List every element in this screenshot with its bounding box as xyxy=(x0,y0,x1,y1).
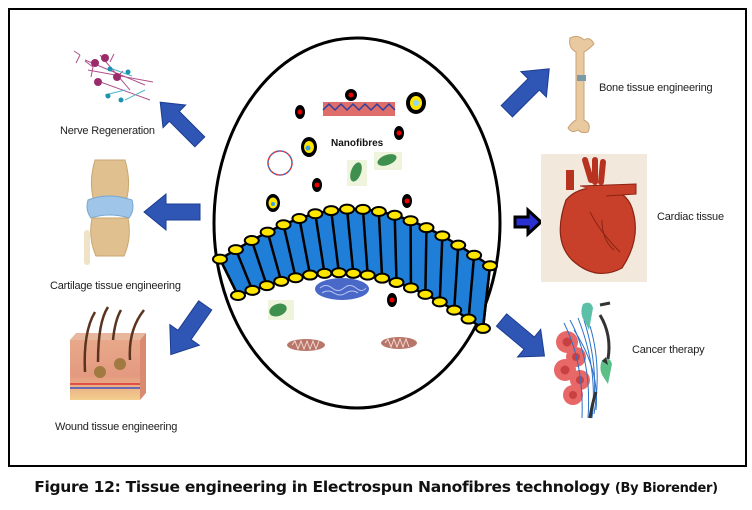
fibre-cylinder-cap xyxy=(431,296,448,308)
fibre-cylinder-cap xyxy=(258,280,275,292)
label-nerve-regeneration: Nerve Regeneration xyxy=(60,125,155,137)
fibre-cylinder-cap xyxy=(446,304,463,316)
figure-caption: Figure 12: Tissue engineering in Electro… xyxy=(0,478,752,496)
fibre-cylinder-edge xyxy=(481,265,492,329)
fibre-cylinder-edge xyxy=(438,235,444,302)
fibre-cylinder-cap xyxy=(244,284,261,296)
fibre-cylinder-edge xyxy=(361,209,369,276)
fibre-cylinder-cap xyxy=(339,203,356,215)
collagen-fibre-bundle xyxy=(322,102,396,116)
fibre-cylinder-cap xyxy=(273,275,290,287)
knee-joint-icon xyxy=(84,159,134,265)
fibre-cylinder-cap xyxy=(466,249,483,261)
fibre-cylinder-cap xyxy=(302,269,319,281)
fibre-cylinder-edge xyxy=(467,255,476,320)
fibre-cylinder-edge xyxy=(282,224,297,279)
fibre-cylinder-edge xyxy=(234,249,254,291)
nanofibre-band xyxy=(212,203,498,334)
fibre-cylinder-cap xyxy=(354,203,371,215)
neuron-network-icon xyxy=(73,50,154,103)
fibre-cylinder-cap xyxy=(212,253,228,265)
fibre-cylinder-cap xyxy=(374,272,391,284)
fibre-cylinder-edge xyxy=(266,231,283,282)
heart-icon xyxy=(541,154,647,282)
fibre-cylinder-cap xyxy=(230,290,246,302)
figure-frame xyxy=(8,8,747,467)
nanofibres-label: Nanofibres xyxy=(331,138,384,149)
fibre-cylinder-cap xyxy=(386,209,403,221)
plasmid-dna-ring xyxy=(267,150,293,176)
fibre-cylinder-cap xyxy=(402,282,419,294)
nanoparticles xyxy=(266,89,426,307)
mitochondria xyxy=(287,337,417,351)
fibre-cylinder-cap xyxy=(370,205,387,217)
arrow-to-wound xyxy=(169,300,213,356)
arrow-to-nerve xyxy=(159,101,206,148)
bone-icon xyxy=(567,35,595,134)
fibre-cylinder-cap xyxy=(291,213,308,225)
fibre-cylinder-cap xyxy=(475,322,491,334)
caption-credit: (By Biorender) xyxy=(614,481,718,496)
fibre-cylinder-cap xyxy=(388,276,405,288)
fibre-cylinder-cap xyxy=(418,222,435,234)
fibre-cylinder-cap xyxy=(227,244,244,256)
fibre-cylinder-cap xyxy=(460,313,477,325)
fibre-cylinder-edge xyxy=(452,245,460,311)
skin-cross-section-icon xyxy=(70,306,146,400)
fibre-cylinder-cap xyxy=(402,215,419,227)
label-bone-tissue-engineering: Bone tissue engineering xyxy=(599,82,713,94)
fibre-cylinder-cap xyxy=(316,267,333,279)
cancer-cells-fibres-icon xyxy=(554,301,612,419)
fibre-cylinder-cap xyxy=(417,288,434,300)
fibre-cylinder-cap xyxy=(434,230,451,242)
fibre-cylinder-cap xyxy=(482,260,498,272)
label-cardiac-tissue: Cardiac tissue xyxy=(657,211,724,223)
fibre-cylinder-edge xyxy=(424,227,428,295)
fibre-cylinder-cap xyxy=(323,205,340,217)
fibre-cylinder-cap xyxy=(359,269,376,281)
fibre-cylinder-edge xyxy=(329,210,341,273)
label-cartilage-tissue-engineering: Cartilage tissue engineering xyxy=(50,280,181,292)
fibre-cylinder-edge xyxy=(298,218,312,276)
fibre-cylinder-cap xyxy=(450,239,467,251)
fibre-cylinder-edge xyxy=(345,208,355,274)
fibre-cylinder-edge xyxy=(377,211,384,279)
arrow-to-cancer xyxy=(495,313,546,358)
fibre-cylinder-cap xyxy=(243,235,260,247)
caption-main: Figure 12: Tissue engineering in Electro… xyxy=(34,478,610,496)
fibre-cylinder-cap xyxy=(307,208,324,220)
fibre-cylinder-cap xyxy=(345,267,362,279)
fibre-cylinder-edge xyxy=(393,215,398,283)
chloroplast-like-organelles xyxy=(268,152,402,320)
fibre-cylinder-cap xyxy=(275,219,292,231)
fibre-cylinder-edge xyxy=(314,213,326,274)
arrow-to-cardiac xyxy=(513,206,544,238)
arrow-to-bone xyxy=(500,68,550,118)
fibre-cylinder-cap xyxy=(259,226,276,238)
fibre-cylinder-cap xyxy=(330,267,347,279)
label-wound-tissue-engineering: Wound tissue engineering xyxy=(55,421,178,433)
label-cancer-therapy: Cancer therapy xyxy=(632,344,705,356)
fibre-cylinder-edge xyxy=(250,240,269,286)
endoplasmic-reticulum xyxy=(315,278,369,300)
fibre-cylinder-cap xyxy=(287,272,304,284)
fibre-cylinder-edge xyxy=(218,258,240,297)
arrow-to-cartilage xyxy=(143,192,201,232)
